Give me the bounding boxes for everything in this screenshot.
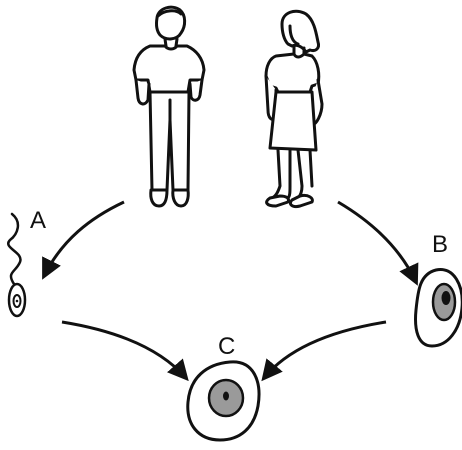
arrow-egg-to-zygote: [261, 320, 387, 382]
egg-cell: [414, 268, 462, 348]
sperm-tail: [7, 212, 22, 286]
label-zygote: C: [218, 333, 235, 360]
egg-nucleolus: [441, 291, 451, 305]
zygote-cell: [186, 360, 261, 442]
arrow-woman-to-egg: [337, 200, 419, 286]
sperm-cell: [7, 212, 27, 318]
label-egg: B: [432, 231, 448, 258]
man-figure: [132, 5, 206, 208]
arrow-man-to-sperm: [42, 200, 125, 280]
zygote-nucleolus: [223, 391, 229, 401]
arrow-sperm-to-zygote: [61, 320, 189, 382]
woman-figure: [264, 9, 324, 208]
label-sperm: A: [30, 207, 46, 234]
